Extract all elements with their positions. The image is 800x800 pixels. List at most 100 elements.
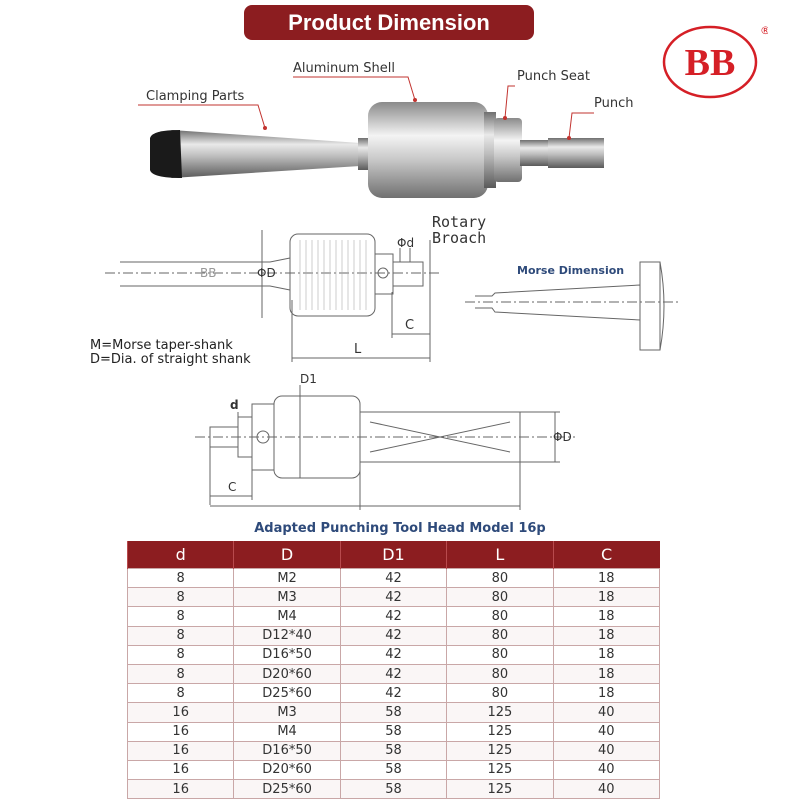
table-cell: 125: [446, 779, 554, 800]
table-cell: 80: [446, 587, 554, 608]
table-cell: 8: [126, 606, 235, 627]
table-cell: 42: [339, 567, 448, 589]
table-cell: 8: [126, 567, 235, 589]
table-cell: 18: [552, 644, 661, 665]
table-cell: 58: [339, 721, 448, 742]
table-cell: 42: [339, 606, 448, 627]
table-cell: 42: [339, 644, 448, 665]
table-cell: 42: [339, 587, 448, 608]
logo-text: BB: [685, 42, 736, 84]
table-cell: 80: [446, 683, 554, 704]
table-cell: M4: [233, 721, 341, 742]
table-cell: 40: [552, 702, 661, 723]
c-dimension-label: C: [405, 318, 415, 333]
punch-seat-label: Punch Seat: [517, 69, 590, 84]
table-cell: 18: [552, 587, 661, 608]
table-cell: 42: [339, 663, 448, 685]
product-drawing: [105, 76, 680, 510]
table-cell: M3: [233, 587, 341, 608]
table-cell: 125: [446, 740, 554, 761]
bb-shank-label: BB: [200, 266, 217, 280]
table-cell: M2: [233, 567, 341, 589]
table-cell: 16: [126, 779, 235, 800]
page-title: Product Dimension: [244, 5, 534, 40]
table-cell: D16*50: [233, 740, 341, 761]
table-cell: 58: [339, 759, 448, 781]
table-cell: 125: [446, 702, 554, 723]
table-cell: 18: [552, 625, 661, 646]
table-cell: 42: [339, 625, 448, 646]
table-cell: 42: [339, 683, 448, 704]
table-cell: 125: [446, 759, 554, 781]
phi-D-label: ΦD: [257, 266, 276, 280]
column-header-L: L: [446, 541, 554, 569]
table-cell: 40: [552, 779, 661, 800]
note-morse: M=Morse taper-shank: [90, 338, 233, 353]
table-cell: 18: [552, 606, 661, 627]
table-cell: 80: [446, 606, 554, 627]
table-cell: 18: [552, 567, 661, 589]
column-header-D: D: [233, 541, 341, 569]
table-cell: 16: [126, 740, 235, 761]
l-dimension-label: L: [354, 342, 362, 357]
table-cell: D16*50: [233, 644, 341, 665]
column-header-C: C: [552, 541, 660, 569]
table-cell: 8: [126, 644, 235, 665]
aluminum-shell-label: Aluminum Shell: [293, 61, 396, 76]
table-cell: 16: [126, 759, 235, 781]
table-cell: 80: [446, 663, 554, 685]
table-cell: 80: [446, 644, 554, 665]
d1-dimension-label: D1: [300, 372, 317, 386]
punch-label: Punch: [594, 96, 634, 111]
column-header-D1: D1: [339, 541, 447, 569]
phi-D-label-2: ΦD: [553, 430, 572, 444]
table-cell: 16: [126, 702, 235, 723]
table-cell: 40: [552, 721, 661, 742]
broach-label: Broach: [432, 229, 487, 247]
table-cell: 8: [126, 663, 235, 685]
morse-dimension-title: Morse Dimension: [517, 264, 625, 277]
table-cell: 80: [446, 567, 554, 589]
table-cell: M4: [233, 606, 341, 627]
bb-logo: BB ®: [662, 24, 768, 99]
registered-mark: ®: [760, 24, 768, 37]
table-cell: M3: [233, 702, 341, 723]
c-dimension-label-2: C: [228, 480, 237, 494]
table-cell: D12*40: [233, 625, 341, 646]
table-cell: 8: [126, 587, 235, 608]
d-dimension-label: d: [230, 398, 239, 412]
table-cell: 125: [446, 721, 554, 742]
phi-d-label: Φd: [397, 236, 415, 250]
table-cell: D25*60: [233, 779, 341, 800]
rotary-label: Rotary: [432, 213, 487, 231]
table-cell: 40: [552, 759, 661, 781]
tool-photo: [150, 102, 604, 198]
table-cell: D20*60: [233, 663, 341, 685]
note-diameter: D=Dia. of straight shank: [90, 352, 251, 367]
table-cell: 18: [552, 683, 661, 704]
table-cell: 40: [552, 740, 661, 761]
table-cell: 58: [339, 740, 448, 761]
table-cell: D25*60: [233, 683, 341, 704]
table-cell: 18: [552, 663, 661, 685]
table-cell: 58: [339, 779, 448, 800]
table-cell: 8: [126, 683, 235, 704]
table-title: Adapted Punching Tool Head Model 16p: [254, 521, 546, 536]
table-cell: 16: [126, 721, 235, 742]
table-cell: D20*60: [233, 759, 341, 781]
table-cell: 58: [339, 702, 448, 723]
clamping-parts-label: Clamping Parts: [146, 89, 245, 104]
